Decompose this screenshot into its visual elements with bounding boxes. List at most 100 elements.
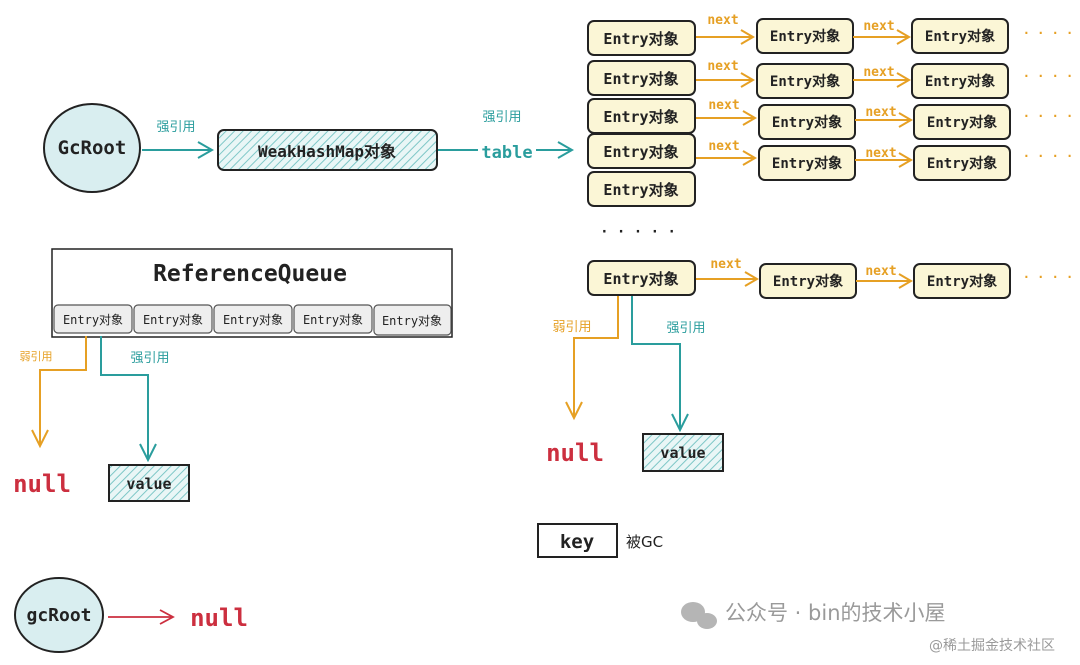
- next-arrow: [696, 150, 757, 166]
- chain-ellipsis: · · · ·: [1023, 26, 1074, 40]
- table-entry: Entry对象: [587, 60, 696, 96]
- chain-ellipsis: · · · ·: [1023, 270, 1074, 284]
- reference-queue: ReferenceQueue Entry对象 Entry对象 Entry对象 E…: [51, 248, 453, 338]
- wechat-icon: [681, 602, 717, 629]
- value-node-right: value: [642, 433, 724, 472]
- strong-ref-label-2: 强引用: [482, 110, 521, 125]
- entry-label: Entry对象: [603, 181, 678, 199]
- next-arrow: [855, 152, 913, 168]
- gcroot-null-arrow: [108, 609, 175, 625]
- strong-ref-label-1: 强引用: [156, 120, 195, 135]
- entry-label: Entry对象: [603, 108, 678, 126]
- gcroot-node: GcRoot: [43, 103, 141, 193]
- queue-entry: Entry对象: [293, 304, 373, 334]
- next-label: next: [708, 139, 739, 154]
- entry-chain-row-3: next Entry对象 next Entry对象 · · · ·: [696, 98, 1074, 140]
- key-label: key: [560, 531, 594, 553]
- weak-ref-label: 弱引用: [552, 320, 591, 335]
- entry-label: Entry对象: [772, 114, 842, 131]
- queue-strong-ref-arrow: [100, 336, 157, 463]
- next-arrow: [853, 72, 911, 88]
- chain-ellipsis: · · · ·: [1023, 109, 1074, 123]
- watermark-line1: 公众号 · bin的技术小屋: [725, 601, 946, 625]
- table-entry-weak-ref-arrow: [565, 296, 619, 421]
- watermark: 公众号 · bin的技术小屋 @稀土掘金技术社区: [681, 601, 1055, 654]
- chain-entry: Entry对象: [911, 18, 1009, 54]
- queue-entry: Entry对象: [133, 304, 213, 334]
- queue-entry: Entry对象: [53, 304, 133, 334]
- queue-entry-label: Entry对象: [143, 313, 203, 327]
- strong-ref-label-4: 强引用: [666, 321, 705, 336]
- chain-entry: Entry对象: [758, 104, 856, 140]
- table-arrow: [438, 141, 575, 159]
- next-label: next: [865, 105, 896, 120]
- chain-ellipsis: · · · ·: [1023, 149, 1074, 163]
- next-label: next: [708, 98, 739, 113]
- next-label: next: [863, 19, 894, 34]
- chain-entry: Entry对象: [756, 63, 854, 99]
- value-label: value: [126, 475, 171, 493]
- table-entry: Entry对象: [587, 171, 696, 207]
- entry-chain-row-2: next Entry对象 next Entry对象 · · · ·: [696, 59, 1074, 99]
- value-node-left: value: [108, 464, 190, 502]
- chain-entry: Entry对象: [913, 263, 1011, 299]
- entry-label: Entry对象: [770, 73, 840, 90]
- table-entry: Entry对象: [587, 133, 696, 169]
- entry-label: Entry对象: [772, 155, 842, 172]
- queue-entry-label: Entry对象: [303, 313, 363, 327]
- chain-entry: Entry对象: [911, 63, 1009, 99]
- table-entry: Entry对象: [587, 98, 696, 134]
- queue-entry-label: Entry对象: [223, 313, 283, 327]
- next-arrow: [696, 110, 757, 126]
- null-label-bottom: null: [190, 604, 248, 632]
- weakhashmap-label: WeakHashMap对象: [258, 142, 396, 161]
- entry-label: Entry对象: [603, 270, 678, 288]
- next-label: next: [865, 146, 896, 161]
- chain-entry: Entry对象: [913, 145, 1011, 181]
- queue-entry: Entry对象: [373, 304, 452, 336]
- entry-label: Entry对象: [925, 73, 995, 90]
- queue-weak-ref-arrow: [31, 336, 87, 449]
- next-label: next: [863, 65, 894, 80]
- entry-label: Entry对象: [925, 28, 995, 45]
- queue-entry-label: Entry对象: [63, 313, 123, 327]
- entry-label: Entry对象: [770, 28, 840, 45]
- value-label: value: [660, 444, 705, 462]
- chain-entry: Entry对象: [759, 263, 857, 299]
- chain-ellipsis: · · · ·: [1023, 69, 1074, 83]
- gcroot2-label: gcRoot: [26, 605, 91, 626]
- next-label: next: [707, 13, 738, 28]
- weakhashmap-node: WeakHashMap对象: [217, 129, 438, 171]
- next-arrow: [696, 29, 755, 45]
- next-arrow: [696, 72, 755, 88]
- watermark-line2: @稀土掘金技术社区: [929, 638, 1055, 654]
- entry-label: Entry对象: [603, 30, 678, 48]
- strong-ref-label-left: 强引用: [130, 351, 169, 366]
- entry-chain-row-4: next Entry对象 next Entry对象 · · · ·: [696, 139, 1074, 181]
- table-vertical-ellipsis: · · · · ·: [600, 224, 676, 240]
- next-label: next: [710, 257, 741, 272]
- next-label: next: [865, 264, 896, 279]
- chain-entry: Entry对象: [756, 18, 854, 54]
- strong-ref-arrow-1: [142, 141, 215, 159]
- table-entry-strong-ref-arrow: [631, 296, 689, 433]
- entry-label: Entry对象: [927, 155, 997, 172]
- table-entry: Entry对象: [587, 260, 696, 296]
- entry-label: Entry对象: [927, 114, 997, 131]
- queue-entry-label: Entry对象: [382, 314, 442, 328]
- gcroot2-node: gcRoot: [14, 577, 104, 653]
- next-label: next: [707, 59, 738, 74]
- next-arrow: [856, 273, 913, 289]
- queue-entry: Entry对象: [213, 304, 293, 334]
- key-gc-legend: key 被GC: [537, 523, 663, 558]
- entry-label: Entry对象: [927, 273, 997, 290]
- key-gc-caption: 被GC: [626, 533, 663, 551]
- chain-entry: Entry对象: [758, 145, 856, 181]
- chain-entry: Entry对象: [913, 104, 1011, 140]
- entry-label: Entry对象: [773, 273, 843, 290]
- next-arrow: [853, 29, 911, 45]
- weak-ref-label-left: 弱引用: [20, 349, 53, 363]
- entry-label: Entry对象: [603, 70, 678, 88]
- gcroot-label: GcRoot: [58, 137, 127, 159]
- entry-chain-row-last: next Entry对象 next Entry对象 · · · ·: [696, 257, 1074, 299]
